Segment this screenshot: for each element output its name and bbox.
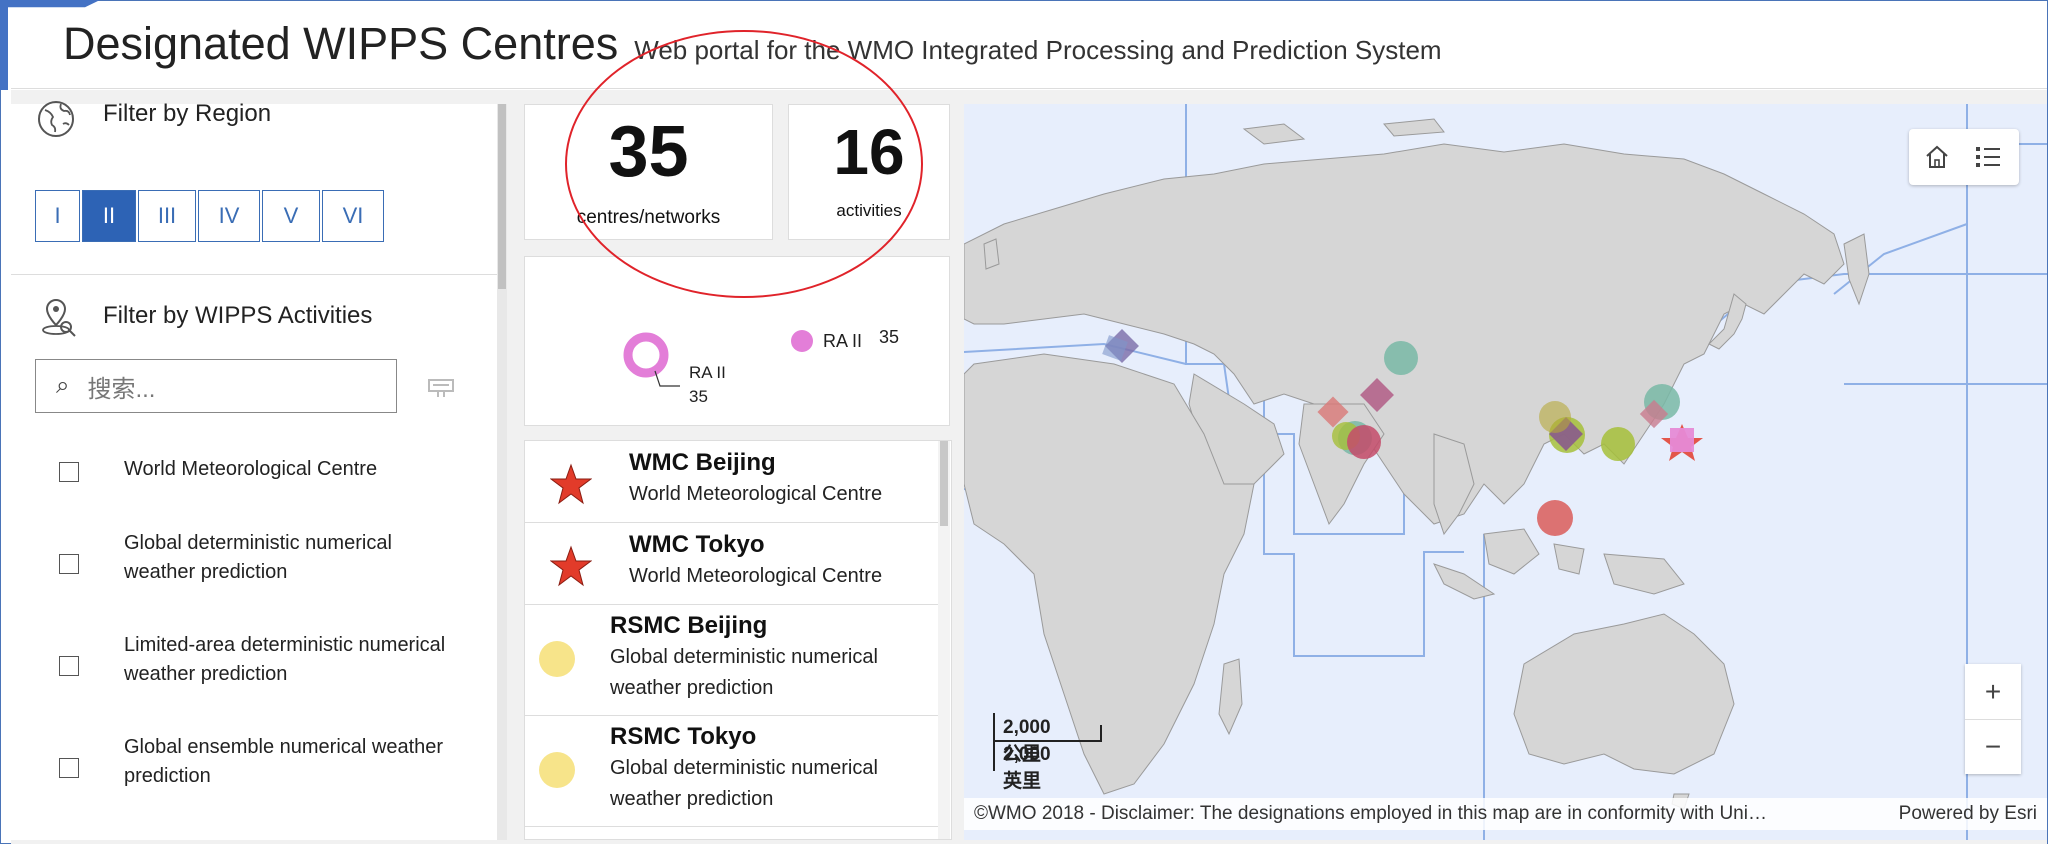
red-star-icon (550, 545, 592, 587)
region-filter-title: Filter by Region (103, 100, 272, 127)
centre-activity: Global deterministic numerical weather p… (610, 757, 878, 810)
centre-activity: World Meteorological Centre (629, 483, 883, 505)
centre-list: WMC Beijing World Meteorological Centre … (524, 440, 952, 840)
map-toolbar (1909, 129, 2019, 185)
app-header: Designated WIPPS Centres Web portal for … (11, 8, 2047, 89)
filter-panel: Filter by Region I II III IV V VI Filter… (11, 100, 497, 840)
page-title: Designated WIPPS Centres (63, 18, 619, 69)
activity-label: Limited-area deterministic numerical wea… (124, 634, 446, 685)
region-button-vi[interactable]: VI (322, 190, 384, 242)
scale-lines (993, 713, 1102, 771)
zoom-out-button[interactable]: − (1984, 730, 2002, 762)
activity-item[interactable]: Limited-area deterministic numerical wea… (11, 626, 497, 706)
location-search-icon (42, 298, 76, 337)
centre-list-item[interactable]: RSMC Beijing Global deterministic numeri… (525, 605, 939, 716)
region-button-group: I II III IV V VI (35, 190, 386, 242)
centre-name: WMC Tokyo (629, 531, 765, 558)
zoom-control: + − (1965, 664, 2021, 774)
scale-metric: 2,000公里 (1003, 717, 1051, 765)
region-button-iii[interactable]: III (138, 190, 196, 242)
basemap (964, 104, 2047, 840)
scrollbar-thumb[interactable] (498, 104, 506, 289)
donut-callout-line (654, 370, 680, 387)
land (964, 118, 1870, 810)
map-marker[interactable] (1639, 399, 1669, 429)
centre-list-item[interactable]: WMC Tokyo World Meteorological Centre (525, 523, 939, 605)
activity-item[interactable]: Global deterministic numerical weather p… (11, 524, 497, 604)
centre-name: RSMC Tokyo (610, 723, 757, 750)
region-button-iv[interactable]: IV (198, 190, 260, 242)
map-marker[interactable] (1317, 396, 1349, 428)
activity-checkbox[interactable] (59, 758, 79, 778)
map-marker[interactable] (1539, 401, 1571, 433)
map-marker[interactable] (1102, 335, 1128, 361)
centre-list-item[interactable]: WMC Beijing World Meteorological Centre (525, 441, 939, 523)
map-markers (1102, 329, 1703, 536)
clear-filter-icon[interactable] (426, 374, 456, 400)
centre-name: WMC Beijing (629, 449, 776, 476)
legend-swatch (791, 330, 813, 352)
centre-list-scrollbar[interactable] (938, 441, 950, 839)
legend-value: 35 (879, 327, 900, 347)
annotation-ellipse (565, 30, 923, 298)
legend-list-icon[interactable] (1973, 143, 2003, 171)
map-view[interactable] (964, 104, 2047, 840)
home-icon[interactable] (1923, 143, 1951, 171)
map-marker[interactable] (1347, 425, 1381, 459)
centre-list-item[interactable]: RSMC Tokyo Global deterministic numerica… (525, 716, 939, 827)
region-button-ii[interactable]: II (82, 190, 136, 242)
scale-imperial: 2,000英里 (1003, 744, 1051, 792)
activity-item[interactable]: World Meteorological Centre (11, 449, 497, 519)
activity-filter-title: Filter by WIPPS Activities (103, 302, 373, 329)
section-divider (11, 274, 497, 275)
search-placeholder: 搜索... (87, 375, 156, 403)
donut-chart (623, 330, 813, 387)
callout-value: 35 (689, 387, 708, 406)
map-marker[interactable] (1601, 427, 1635, 461)
yellow-circle-icon (539, 752, 575, 788)
red-star-icon (550, 463, 592, 505)
search-icon: ⌕ (56, 372, 70, 399)
map-attribution: ©WMO 2018 - Disclaimer: The designations… (964, 798, 2047, 830)
region-button-i[interactable]: I (35, 190, 80, 242)
yellow-circle-icon (539, 641, 575, 677)
activity-checkbox[interactable] (59, 656, 79, 676)
zoom-in-button[interactable]: + (1965, 664, 2021, 720)
activity-search-input[interactable]: ⌕ 搜索... (35, 359, 397, 413)
powered-by-esri[interactable]: Powered by Esri (1898, 803, 2037, 824)
map-marker[interactable] (1537, 500, 1573, 536)
map-marker[interactable] (1670, 428, 1694, 452)
centre-activity: World Meteorological Centre (629, 565, 883, 587)
callout-label: RA II (689, 363, 726, 382)
activity-checkbox[interactable] (59, 554, 79, 574)
globe-icon (38, 101, 74, 137)
centre-activity: Global deterministic numerical weather p… (610, 646, 878, 699)
scrollbar-thumb[interactable] (940, 441, 948, 526)
activity-item[interactable]: Global ensemble numerical weather predic… (11, 728, 497, 808)
activity-label: World Meteorological Centre (124, 458, 378, 480)
legend-label: RA II (823, 331, 863, 351)
activity-label: Global ensemble numerical weather predic… (124, 736, 444, 787)
map-marker[interactable] (1384, 341, 1418, 375)
region-button-v[interactable]: V (262, 190, 320, 242)
filter-panel-scrollbar[interactable] (497, 104, 507, 840)
centre-name: RSMC Beijing (610, 612, 768, 639)
donut-ring[interactable] (623, 332, 669, 378)
attribution-text[interactable]: ©WMO 2018 - Disclaimer: The designations… (974, 803, 1767, 824)
map-marker[interactable] (1360, 378, 1394, 412)
activity-label: Global deterministic numerical weather p… (124, 532, 392, 583)
activity-checkbox[interactable] (59, 462, 79, 482)
